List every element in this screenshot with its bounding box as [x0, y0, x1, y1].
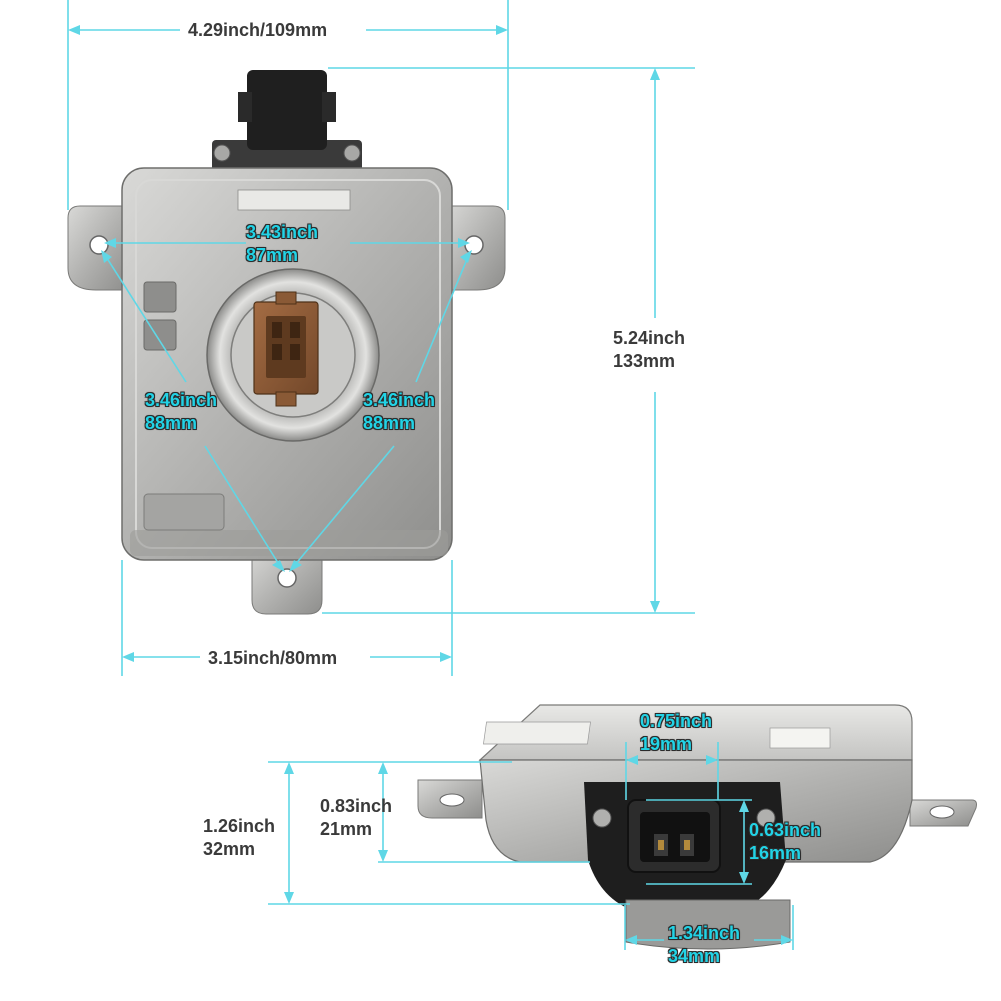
dimension-arrows [68, 25, 793, 945]
overall-height-mm: 133mm [613, 351, 676, 371]
connector-height-inch: 0.63inch [749, 820, 822, 840]
ballast-side-view [417, 704, 977, 950]
overall-width-label: 4.29inch/109mm [188, 19, 327, 42]
total-thickness-label: 1.26inch 32mm [203, 815, 275, 861]
overall-width-text: 4.29inch/109mm [188, 20, 328, 40]
diagonal-left-inch: 3.46inch [145, 390, 218, 410]
overall-height-label: 5.24inch 133mm [613, 327, 685, 373]
base-width-inch: 1.34inch [668, 923, 741, 943]
base-width-label: 1.34inch 34mm [668, 922, 740, 968]
total-thickness-mm: 32mm [203, 839, 256, 859]
hole-spacing-label: 3.43inch 87mm [246, 221, 318, 267]
ballast-front-view [67, 70, 506, 615]
connector-width-mm: 19mm [640, 734, 693, 754]
diagonal-right-label: 3.46inch 88mm [363, 389, 435, 435]
diagonal-right-inch: 3.46inch [363, 390, 436, 410]
diagonal-left-mm: 88mm [145, 413, 198, 433]
body-thickness-label: 0.83inch 21mm [320, 795, 392, 841]
diagonal-right-mm: 88mm [363, 413, 416, 433]
connector-width-label: 0.75inch 19mm [640, 710, 712, 756]
hole-spacing-mm: 87mm [246, 245, 299, 265]
hole-spacing-inch: 3.43inch [246, 222, 319, 242]
diagonal-left-label: 3.46inch 88mm [145, 389, 217, 435]
body-thickness-inch: 0.83inch [320, 796, 393, 816]
total-thickness-inch: 1.26inch [203, 816, 276, 836]
overall-height-inch: 5.24inch [613, 328, 686, 348]
connector-height-label: 0.63inch 16mm [749, 819, 821, 865]
connector-height-mm: 16mm [749, 843, 802, 863]
body-width-label: 3.15inch/80mm [208, 647, 337, 670]
connector-width-inch: 0.75inch [640, 711, 713, 731]
base-width-mm: 34mm [668, 946, 721, 966]
body-thickness-mm: 21mm [320, 819, 373, 839]
body-width-text: 3.15inch/80mm [208, 648, 338, 668]
dimension-guides [67, 0, 794, 950]
